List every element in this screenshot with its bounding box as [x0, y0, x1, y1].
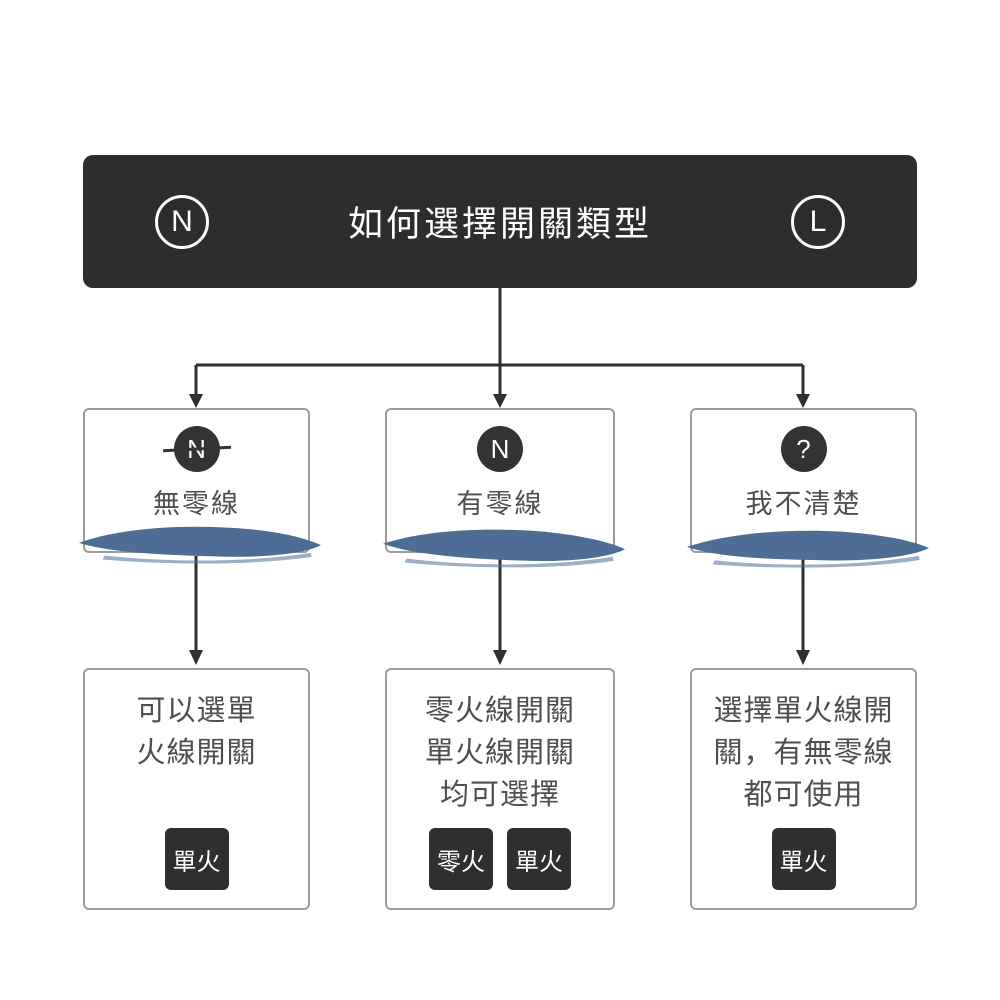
condition-label: 無零線: [153, 489, 240, 519]
condition-label: 我不清楚: [745, 489, 862, 519]
result-text: 零火線開關 單火線開關 均可選擇: [424, 695, 575, 812]
condition-label: 有零線: [456, 489, 544, 519]
neutral-wire-icon: N: [477, 426, 523, 472]
result-box-no-neutral: 可以選單 火線開關 單火: [83, 668, 310, 910]
result-text: 選擇單火線開 關，有無零線 都可使用: [713, 695, 894, 812]
badge-group: 單火: [771, 828, 836, 890]
question-icon: ?: [780, 426, 827, 472]
diagram-title: 如何選擇開關類型: [347, 205, 652, 244]
single-fire-badge: 單火: [164, 828, 229, 890]
badge-group: 單火: [164, 828, 229, 890]
condition-box-no-neutral: N 無零線: [83, 408, 310, 553]
neutral-terminal-icon: N: [155, 194, 209, 249]
no-neutral-wire-icon: N: [173, 426, 220, 472]
single-fire-badge: 單火: [771, 828, 836, 890]
zero-fire-badge: 零火: [429, 828, 493, 890]
badge-group: 零火 單火: [429, 828, 571, 890]
result-box-unsure: 選擇單火線開 關，有無零線 都可使用 單火: [690, 668, 917, 910]
condition-box-unsure: ? 我不清楚: [690, 408, 917, 553]
result-box-has-neutral: 零火線開關 單火線開關 均可選擇 零火 單火: [385, 668, 615, 910]
live-terminal-icon: L: [790, 194, 845, 249]
header-banner: N 如何選擇開關類型 L: [83, 155, 917, 288]
result-text: 可以選單 火線開關: [136, 695, 257, 770]
condition-box-has-neutral: N 有零線: [385, 408, 615, 553]
single-fire-badge: 單火: [507, 828, 571, 890]
